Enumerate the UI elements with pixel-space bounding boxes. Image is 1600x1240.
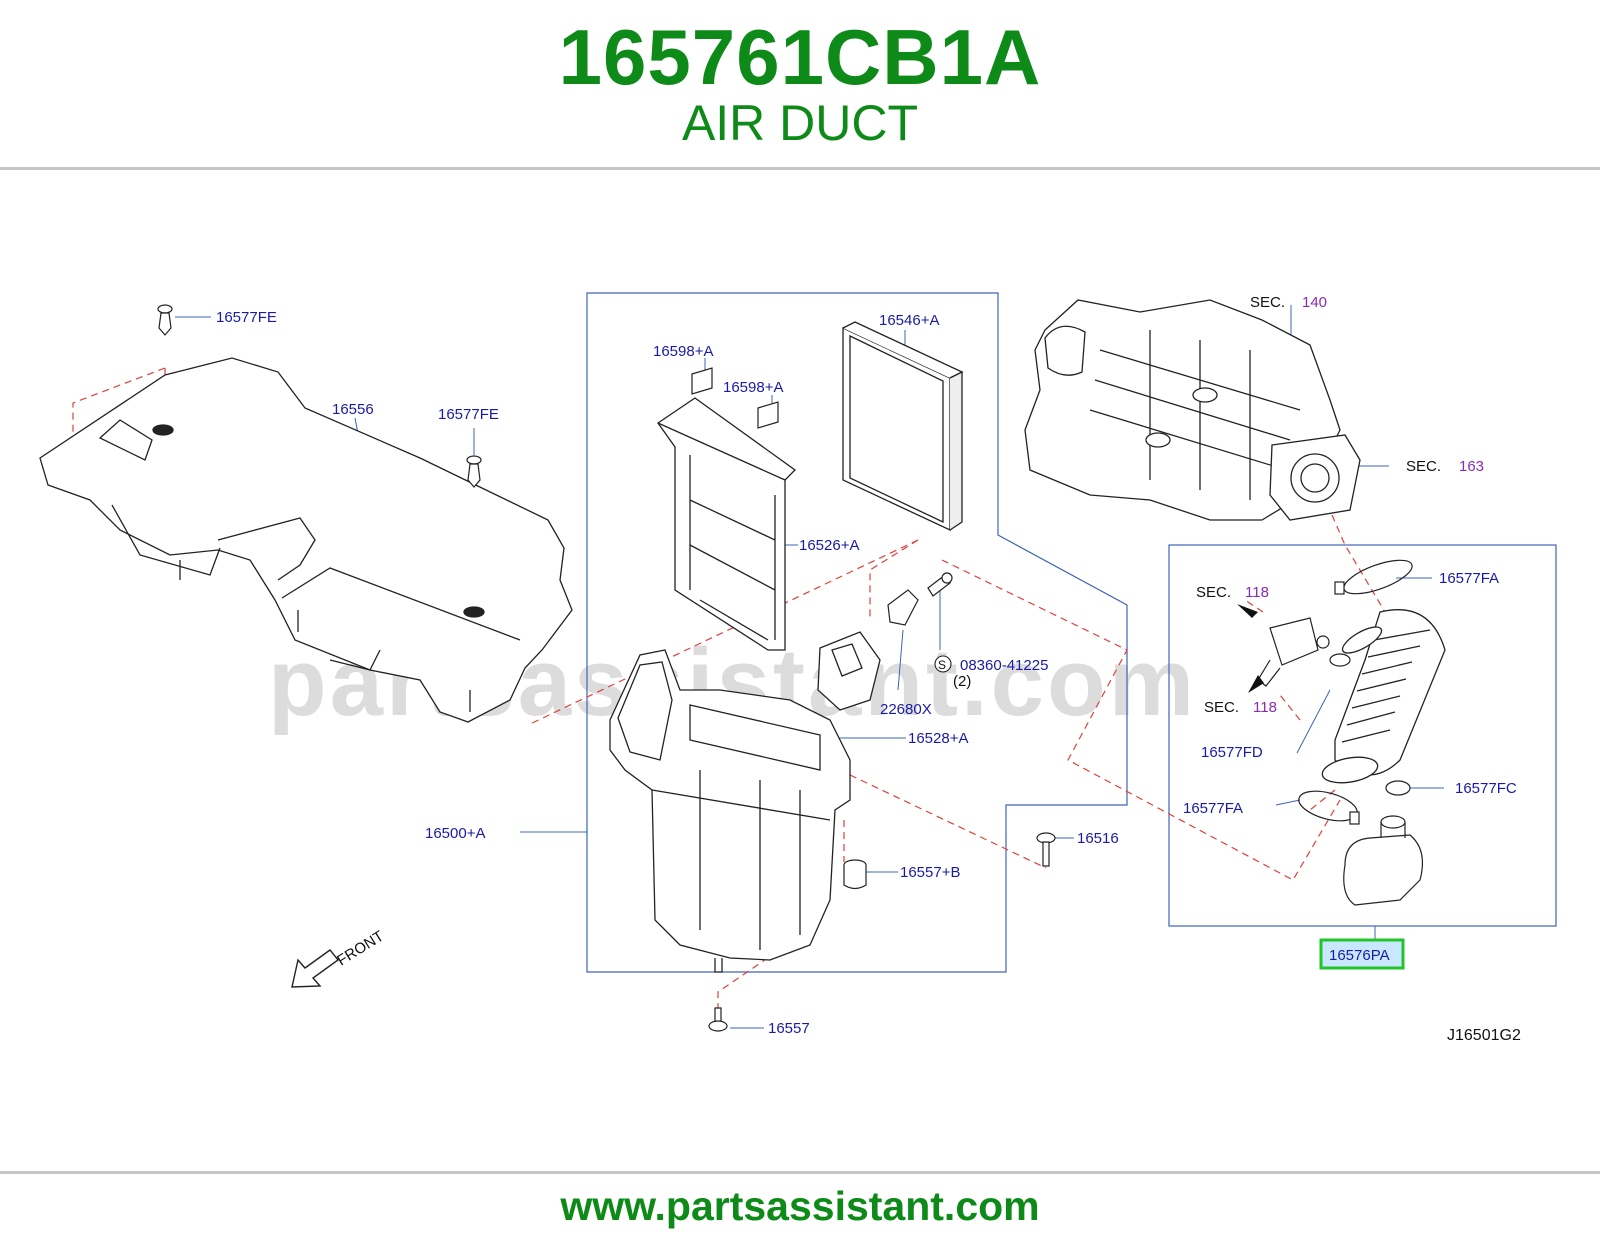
intake-manifold bbox=[1024, 299, 1361, 521]
hose-clamp-16577FA-bottom bbox=[1298, 790, 1360, 825]
parts-diagram: partsassistant.com bbox=[0, 170, 1600, 1170]
hose-clamp-16577FC bbox=[1385, 780, 1411, 796]
grommet-16557B bbox=[843, 859, 867, 890]
part-number-title: 165761CB1A bbox=[558, 13, 1042, 101]
clip-16598A-b bbox=[757, 401, 779, 429]
callout-16516[interactable]: 16516 bbox=[1077, 830, 1119, 847]
engine-cover-16556 bbox=[39, 357, 573, 723]
group-frames bbox=[586, 292, 1557, 973]
callout-16598A-a[interactable]: 16598+A bbox=[653, 343, 713, 360]
clip-16577FE-mid bbox=[466, 455, 482, 488]
air-cleaner-body bbox=[609, 631, 881, 973]
callout-16577FA-top[interactable]: 16577FA bbox=[1439, 570, 1499, 587]
sec-163-link[interactable]: 163 bbox=[1459, 458, 1484, 475]
callout-08360-qty: (2) bbox=[953, 673, 971, 690]
diagram-canvas: partsassistant.com bbox=[39, 292, 1557, 1044]
sec-118-a-word: SEC. bbox=[1196, 584, 1231, 601]
callout-16526A[interactable]: 16526+A bbox=[799, 537, 859, 554]
footer-url-link[interactable]: www.partsassistant.com bbox=[560, 1183, 1040, 1229]
screw-symbol-letter: S bbox=[938, 658, 946, 672]
clip-16577FE-top bbox=[157, 304, 173, 336]
sec-140-word: SEC. bbox=[1250, 294, 1285, 311]
callout-16577FA-bottom[interactable]: 16577FA bbox=[1183, 800, 1243, 817]
header-divider bbox=[0, 167, 1600, 170]
air-filter-element bbox=[842, 321, 964, 532]
clip-16598A-a bbox=[691, 367, 713, 395]
arrow-up-icon bbox=[1237, 604, 1258, 618]
hose-clamp-16577FA-top bbox=[1334, 559, 1413, 595]
bolt-16516 bbox=[1036, 832, 1056, 867]
resonator bbox=[1343, 815, 1423, 906]
sensor-22680X bbox=[887, 572, 953, 626]
part-name-subtitle: AIR DUCT bbox=[681, 95, 919, 151]
page-header: 165761CB1A AIR DUCT bbox=[0, 0, 1600, 168]
callout-22680X[interactable]: 22680X bbox=[880, 701, 932, 718]
callout-16577FD[interactable]: 16577FD bbox=[1201, 744, 1263, 761]
callout-16576PA[interactable]: 16576PA bbox=[1329, 947, 1390, 964]
callout-16577FE-mid[interactable]: 16577FE bbox=[438, 406, 499, 423]
sec-118-b-word: SEC. bbox=[1204, 699, 1239, 716]
highlighted-part-box[interactable] bbox=[1319, 938, 1405, 970]
callout-16528A[interactable]: 16528+A bbox=[908, 730, 968, 747]
callout-16500A[interactable]: 16500+A bbox=[425, 825, 485, 842]
sec-118-b-link[interactable]: 118 bbox=[1253, 699, 1277, 716]
callout-16577FC[interactable]: 16577FC bbox=[1455, 780, 1517, 797]
callout-16577FE-top[interactable]: 16577FE bbox=[216, 309, 277, 326]
callout-16556[interactable]: 16556 bbox=[332, 401, 374, 418]
arrow-down-icon bbox=[1248, 675, 1264, 693]
callout-16598A-b[interactable]: 16598+A bbox=[723, 379, 783, 396]
hose-clamp-16577FD bbox=[1329, 653, 1351, 667]
air-cleaner-group-frame bbox=[586, 292, 1128, 973]
callout-16546A[interactable]: 16546+A bbox=[879, 312, 939, 329]
callout-08360-41225[interactable]: 08360-41225 bbox=[960, 657, 1048, 674]
front-label: FRONT bbox=[334, 928, 387, 970]
bolt-16557 bbox=[708, 1007, 728, 1032]
callout-16557B[interactable]: 16557+B bbox=[900, 864, 960, 881]
screw-symbol-icon bbox=[934, 655, 952, 673]
diagram-code: J16501G2 bbox=[1447, 1027, 1521, 1044]
footer-divider bbox=[0, 1171, 1600, 1174]
pcv-connector bbox=[1257, 617, 1330, 687]
filter-frame bbox=[657, 397, 797, 651]
callout-16557[interactable]: 16557 bbox=[768, 1020, 810, 1037]
air-duct-group-frame bbox=[1168, 544, 1557, 927]
front-arrow-icon bbox=[291, 949, 340, 988]
air-duct-hose bbox=[1321, 609, 1446, 784]
sec-118-arrows bbox=[1237, 604, 1264, 693]
sec-163-word: SEC. bbox=[1406, 458, 1441, 475]
sec-118-a-link[interactable]: 118 bbox=[1245, 584, 1269, 601]
sec-140-link[interactable]: 140 bbox=[1302, 294, 1327, 311]
